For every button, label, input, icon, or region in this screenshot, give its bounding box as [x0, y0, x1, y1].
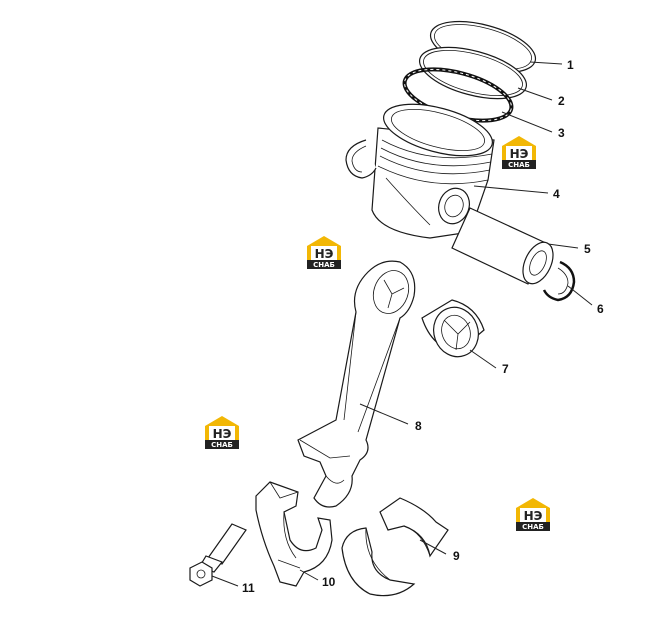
- callout-1: 1: [567, 58, 574, 72]
- watermark-letters: НЭ: [315, 247, 334, 261]
- callout-5: 5: [584, 242, 591, 256]
- leader-lines: [211, 61, 593, 587]
- small-end-bushing: [421, 299, 485, 358]
- connecting-rod: [297, 260, 416, 508]
- callout-8: 8: [415, 419, 422, 433]
- connecting-rod-cap: [255, 481, 333, 587]
- callout-labels: 1 2 3 4 5 6 7 8 9 10 11: [242, 58, 604, 595]
- callout-4: 4: [553, 187, 560, 201]
- watermark-word: СНАБ: [211, 441, 233, 449]
- watermark-letters: НЭ: [524, 509, 543, 523]
- callout-9: 9: [453, 549, 460, 563]
- compression-ring-second: [418, 46, 528, 100]
- callout-10: 10: [322, 575, 336, 589]
- watermark-letters: НЭ: [510, 147, 529, 161]
- connecting-rod-bolt: [189, 523, 247, 587]
- callout-11: 11: [242, 581, 255, 595]
- piston-pin: [451, 207, 554, 285]
- callout-3: 3: [558, 126, 565, 140]
- piston: [371, 103, 495, 239]
- callout-6: 6: [597, 302, 604, 316]
- callout-2: 2: [558, 94, 565, 108]
- circlip-right: [542, 260, 576, 302]
- watermark-letters: НЭ: [213, 427, 232, 441]
- callout-7: 7: [502, 362, 509, 376]
- circlip-left: [345, 139, 377, 179]
- watermark-word: СНАБ: [313, 261, 335, 269]
- watermark-word: СНАБ: [522, 523, 544, 531]
- bearing-shell-upper: [379, 497, 449, 558]
- bearing-shell-lower: [341, 527, 416, 597]
- watermark-word: СНАБ: [508, 161, 530, 169]
